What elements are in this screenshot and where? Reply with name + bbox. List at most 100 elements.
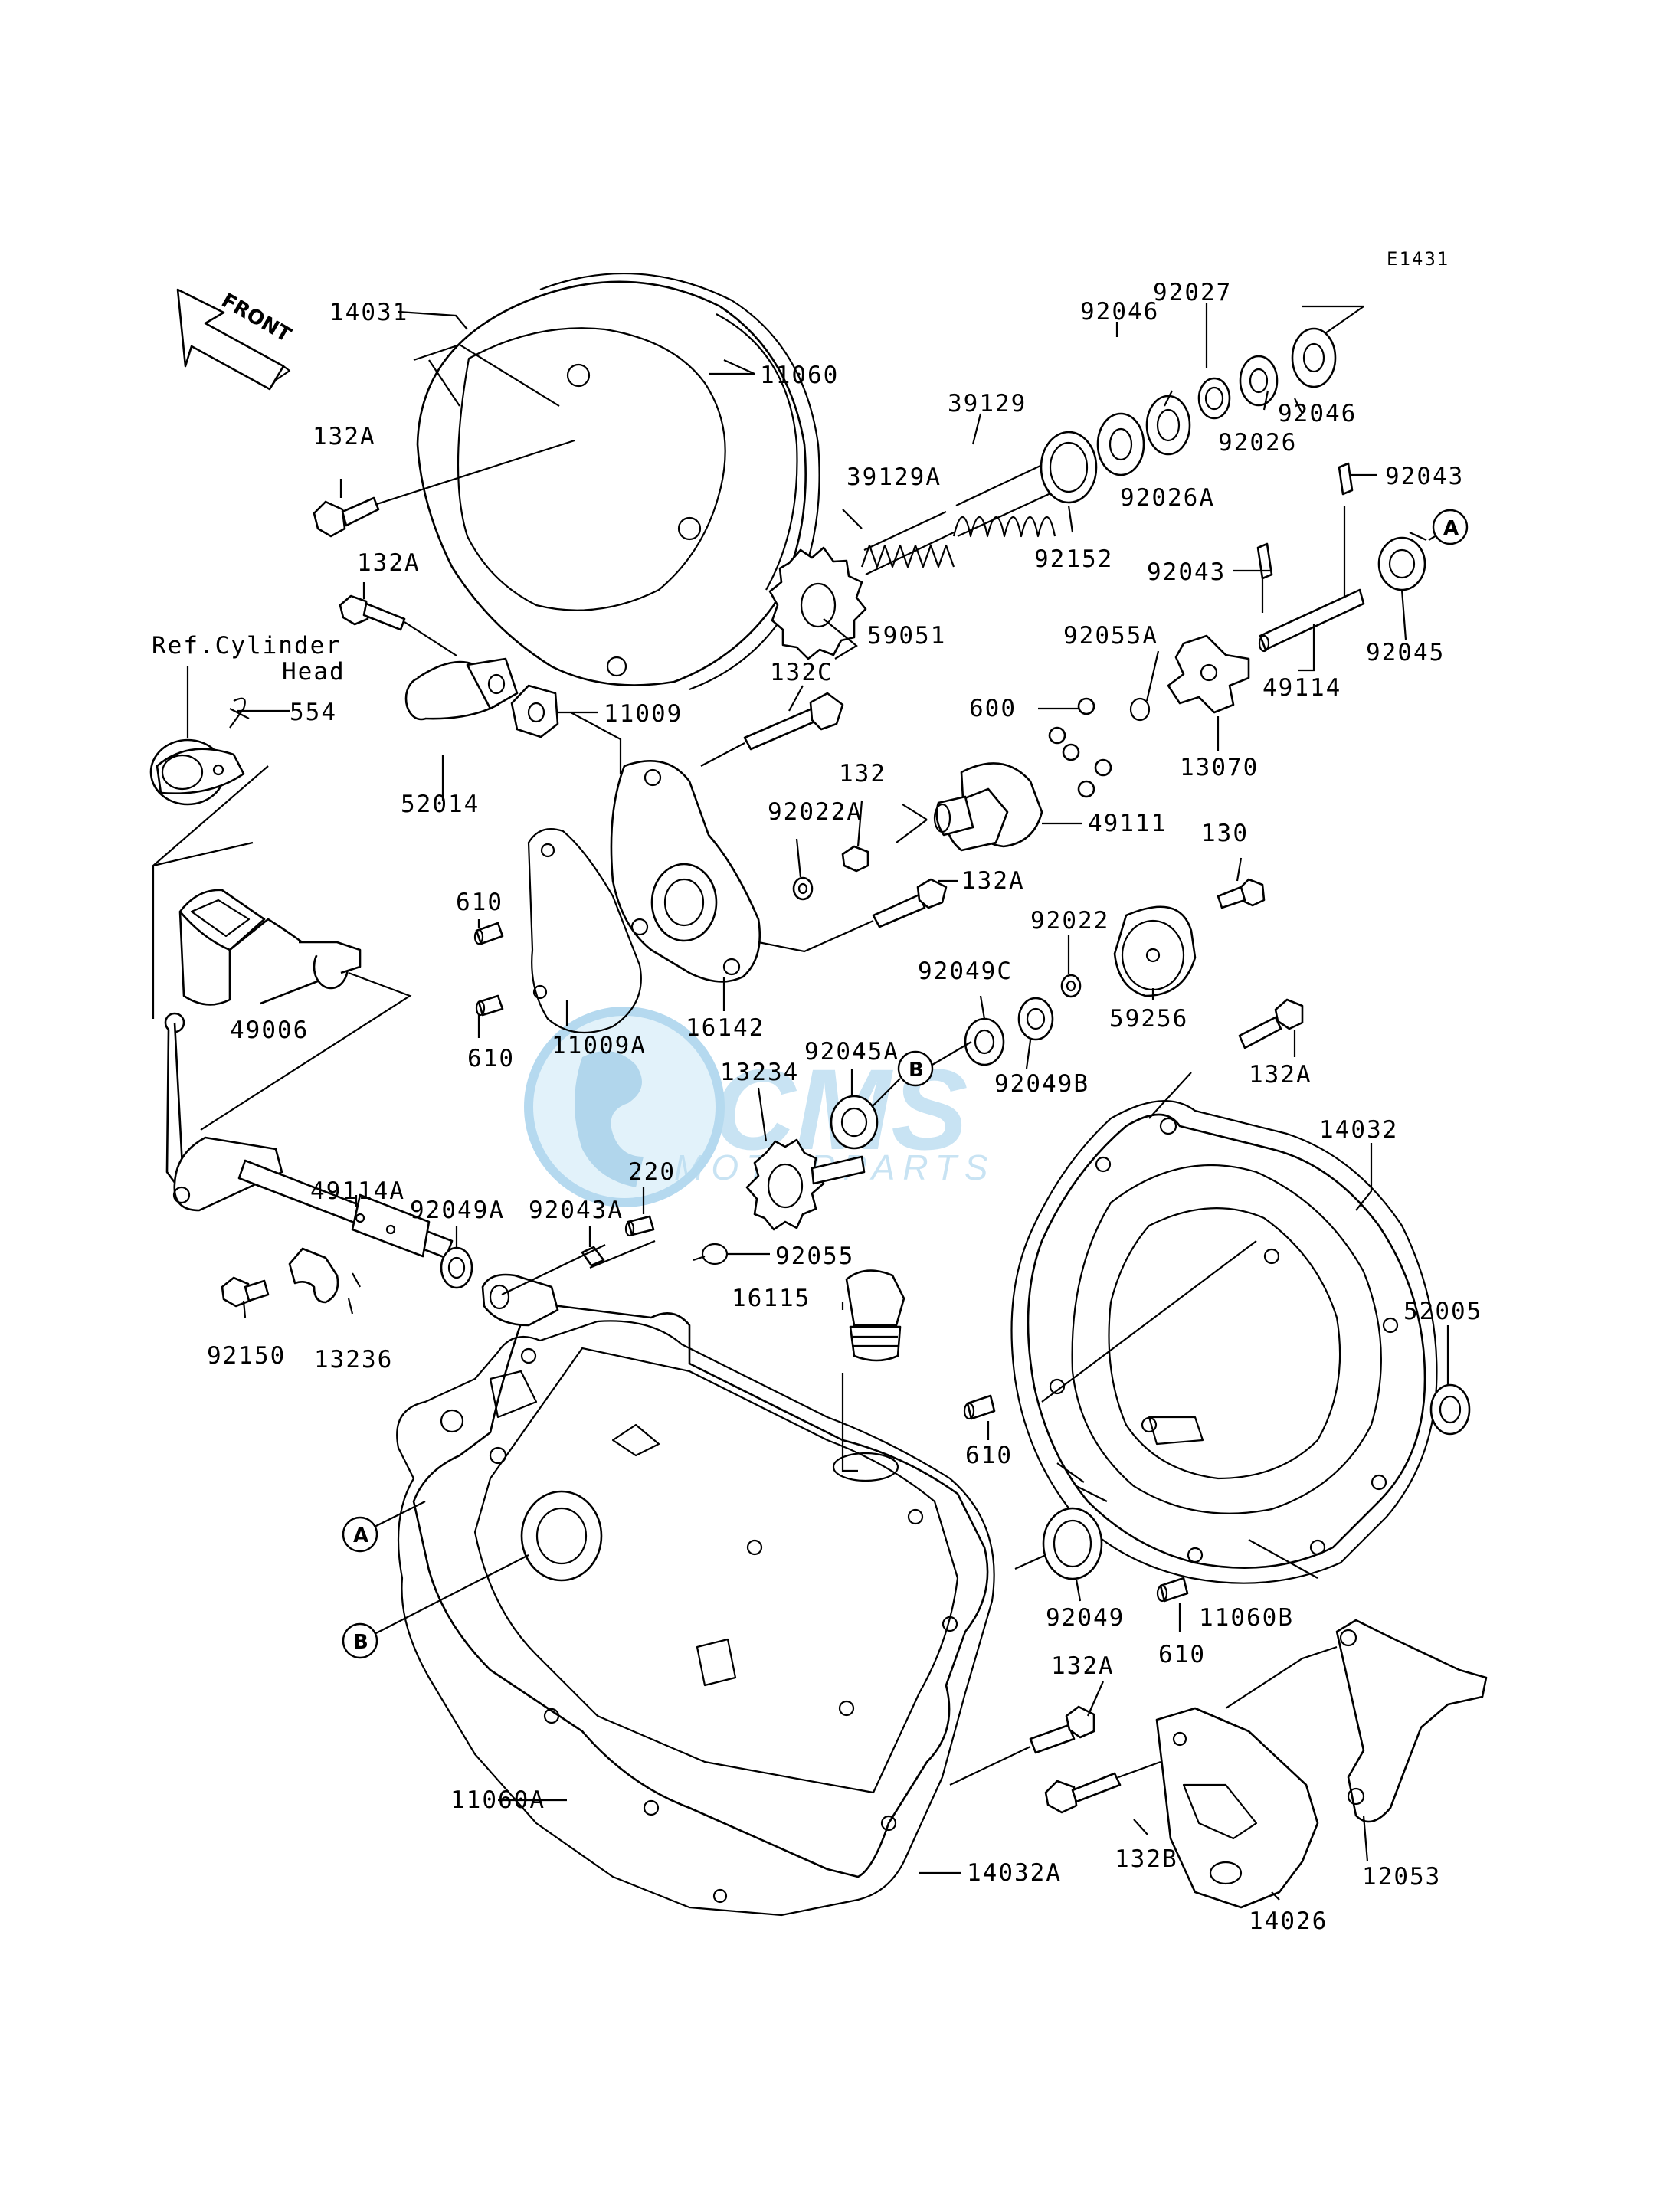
label-600: 600 bbox=[969, 695, 1017, 722]
collar-92027 bbox=[1197, 377, 1231, 420]
bolt-132 bbox=[841, 845, 869, 873]
bolt-132B bbox=[1044, 1760, 1161, 1814]
label-14032A: 14032A bbox=[967, 1859, 1062, 1887]
label-92045A: 92045A bbox=[804, 1038, 899, 1066]
dowel-610-3 bbox=[963, 1394, 996, 1420]
part-59051-gear bbox=[768, 546, 867, 660]
seal-52005 bbox=[1429, 1383, 1471, 1436]
part-11060A-gasket bbox=[396, 1320, 995, 1917]
fitting bbox=[481, 1273, 559, 1327]
callout-B-2: B bbox=[342, 1622, 378, 1659]
washer-92046-2 bbox=[1291, 327, 1337, 388]
label-52005: 52005 bbox=[1403, 1298, 1482, 1325]
part-12053-guide bbox=[1335, 1619, 1488, 1823]
callout-B-1: B bbox=[897, 1050, 934, 1087]
bracket-13236 bbox=[288, 1247, 361, 1304]
label-11060B: 11060B bbox=[1199, 1604, 1294, 1632]
label-610-1: 610 bbox=[456, 889, 503, 916]
label-14032: 14032 bbox=[1319, 1116, 1398, 1144]
label-130: 130 bbox=[1201, 820, 1249, 847]
bearing-92049B bbox=[1017, 997, 1054, 1041]
leader-lines bbox=[237, 303, 1449, 1901]
label-11060A: 11060A bbox=[450, 1786, 545, 1814]
label-132C: 132C bbox=[770, 659, 833, 686]
label-39129: 39129 bbox=[948, 390, 1027, 417]
bolt-132A-4 bbox=[1238, 998, 1304, 1049]
svg-text:B: B bbox=[353, 1631, 368, 1654]
label-39129A: 39129A bbox=[847, 463, 942, 491]
washer-92046-1 bbox=[1096, 412, 1145, 476]
washer-92026A bbox=[1145, 395, 1191, 456]
leader-12053 bbox=[1225, 1645, 1338, 1709]
seal-92049A bbox=[440, 1246, 473, 1289]
seal-92045A bbox=[830, 1095, 879, 1150]
label-132: 132 bbox=[839, 760, 886, 787]
diagram-code: E1431 bbox=[1387, 248, 1449, 270]
pin-92043-2 bbox=[1256, 542, 1273, 580]
part-14026-cover bbox=[1155, 1707, 1319, 1909]
callout-A-2: A bbox=[342, 1516, 378, 1553]
front-arrow: FRONT bbox=[176, 288, 295, 391]
label-92049: 92049 bbox=[1046, 1604, 1125, 1632]
seal-92049 bbox=[1042, 1507, 1103, 1580]
label-92026: 92026 bbox=[1218, 429, 1297, 457]
bolt-132A-1 bbox=[313, 439, 575, 538]
label-14031: 14031 bbox=[329, 299, 408, 326]
label-16115: 16115 bbox=[732, 1285, 811, 1312]
label-132A-5: 132A bbox=[1051, 1652, 1115, 1680]
svg-text:A: A bbox=[353, 1524, 368, 1547]
label-220: 220 bbox=[628, 1158, 676, 1186]
label-92045: 92045 bbox=[1366, 639, 1445, 666]
label-132A-1: 132A bbox=[313, 423, 376, 450]
leader-lines-right bbox=[1041, 1072, 1318, 1579]
dowel-610-2 bbox=[475, 994, 504, 1017]
balls-600 bbox=[1048, 697, 1112, 798]
dowel-610-1 bbox=[473, 922, 504, 945]
label-11009: 11009 bbox=[604, 700, 683, 728]
part-59256-impeller bbox=[1113, 905, 1197, 997]
spring-39129 bbox=[952, 459, 1058, 538]
svg-text:B: B bbox=[909, 1059, 924, 1082]
bolt-92150 bbox=[221, 1276, 270, 1308]
part-11009A-gasket bbox=[527, 828, 642, 1034]
clip-554 bbox=[229, 697, 250, 729]
pin-92043A bbox=[581, 1246, 605, 1267]
pin-92043-1 bbox=[1338, 462, 1354, 496]
ref-note-line1: Ref.Cylinder bbox=[152, 632, 342, 660]
label-11060: 11060 bbox=[760, 362, 839, 389]
part-49114-shaft bbox=[1258, 506, 1365, 653]
washer-92026 bbox=[1239, 355, 1279, 407]
part-16142-pump-body bbox=[610, 760, 761, 983]
lever-link bbox=[164, 1012, 283, 1212]
label-13070: 13070 bbox=[1180, 754, 1259, 781]
label-92026A: 92026A bbox=[1120, 484, 1215, 512]
label-92022A: 92022A bbox=[768, 798, 863, 826]
part-49006 bbox=[178, 889, 362, 1006]
washer-92022 bbox=[1060, 974, 1082, 998]
label-49114A: 49114A bbox=[310, 1177, 405, 1205]
label-92046-2: 92046 bbox=[1278, 400, 1357, 427]
callout-A-1: A bbox=[1432, 509, 1469, 545]
label-610-3: 610 bbox=[965, 1442, 1013, 1469]
label-92055: 92055 bbox=[775, 1243, 854, 1270]
leader-92049 bbox=[1014, 1462, 1085, 1570]
oring-92055 bbox=[701, 1243, 729, 1265]
leader-lines-mid bbox=[501, 1239, 706, 1295]
spring-39129A bbox=[860, 511, 955, 575]
bolt-132A-5 bbox=[949, 1705, 1095, 1786]
part-11009-gasket bbox=[510, 684, 559, 738]
label-92049C: 92049C bbox=[918, 958, 1013, 985]
leader-frame-left bbox=[152, 765, 412, 1131]
part-11060B-gasket bbox=[1010, 1100, 1438, 1584]
label-59051: 59051 bbox=[867, 622, 946, 650]
label-92043-2: 92043 bbox=[1147, 558, 1226, 586]
svg-text:A: A bbox=[1443, 517, 1459, 540]
label-14026: 14026 bbox=[1249, 1907, 1328, 1935]
label-13236: 13236 bbox=[314, 1346, 393, 1374]
part-11060-gasket bbox=[539, 273, 820, 691]
part-14031-cover bbox=[413, 280, 807, 686]
globe-icon bbox=[524, 1007, 725, 1207]
label-49114: 49114 bbox=[1262, 674, 1341, 702]
part-14032-cover bbox=[1027, 1113, 1426, 1569]
